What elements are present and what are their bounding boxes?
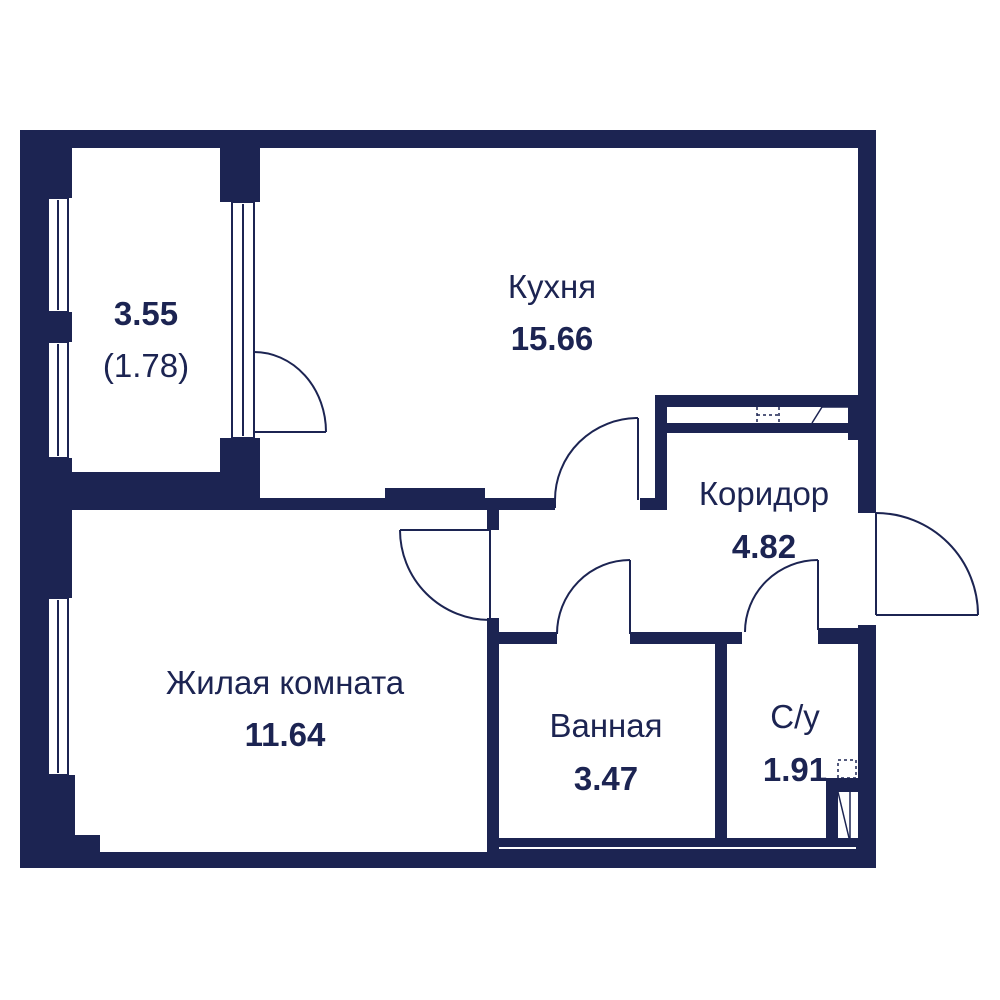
wall-shaft-left: [655, 395, 667, 510]
wall-right: [858, 130, 876, 513]
wall-pier-mid-left: [20, 312, 72, 342]
window-living: [47, 597, 69, 776]
wall-top: [220, 130, 876, 148]
living-room-area: 11.64: [245, 716, 326, 753]
shaft-details: [756, 406, 857, 843]
door-living: [399, 529, 491, 621]
windows: [47, 197, 255, 776]
window-kitchen-balcony: [231, 201, 255, 439]
living-room-name: Жилая комната: [166, 664, 405, 701]
door-balcony: [253, 351, 327, 433]
corridor-name: Коридор: [699, 475, 829, 512]
wall-wc-top: [818, 628, 876, 644]
wall-bath-top-right: [630, 632, 742, 644]
wall-bottom: [20, 852, 876, 868]
wall-stub-a: [487, 510, 499, 530]
door-entrance: [875, 512, 979, 616]
door-wc: [744, 559, 819, 633]
wall-shaft-bottom: [660, 423, 858, 433]
balcony-area-reduced: (1.78): [103, 347, 189, 384]
kitchen-name: Кухня: [508, 268, 596, 305]
door-bathroom: [556, 559, 631, 635]
wall-kitchen-living-thick: [385, 488, 485, 510]
balcony-area: 3.55: [114, 295, 178, 332]
wc-area: 1.91: [763, 751, 827, 788]
room-labels: 3.55 (1.78) Кухня 15.66 Коридор 4.82 Жил…: [103, 268, 829, 797]
wall-wc-shaft-v: [826, 778, 838, 843]
window-balcony-upper: [47, 197, 69, 313]
wall-pier-top-left: [20, 130, 72, 198]
bathroom-name: Ванная: [549, 707, 662, 744]
wall-shaft-top: [660, 395, 858, 407]
wall-right-lower: [858, 625, 876, 868]
doors: [253, 351, 979, 635]
wall-bath-wc: [715, 632, 727, 842]
wc-name: С/у: [770, 698, 820, 735]
wall-bath-top-left: [487, 632, 557, 644]
walls: [20, 130, 876, 868]
wall-bath-bottom: [495, 838, 865, 854]
wall-living-bath: [487, 618, 499, 852]
corridor-area: 4.82: [732, 528, 796, 565]
wall-pier-bottom-left: [20, 775, 75, 868]
window-balcony-lower: [47, 341, 69, 459]
door-kitchen: [554, 417, 639, 508]
kitchen-area: 15.66: [511, 320, 594, 357]
wall-shaft-right-cap: [848, 395, 860, 440]
wall-pier-corner: [75, 835, 100, 868]
bathroom-area: 3.47: [574, 760, 638, 797]
wall-balcony-kitchen: [220, 130, 260, 202]
